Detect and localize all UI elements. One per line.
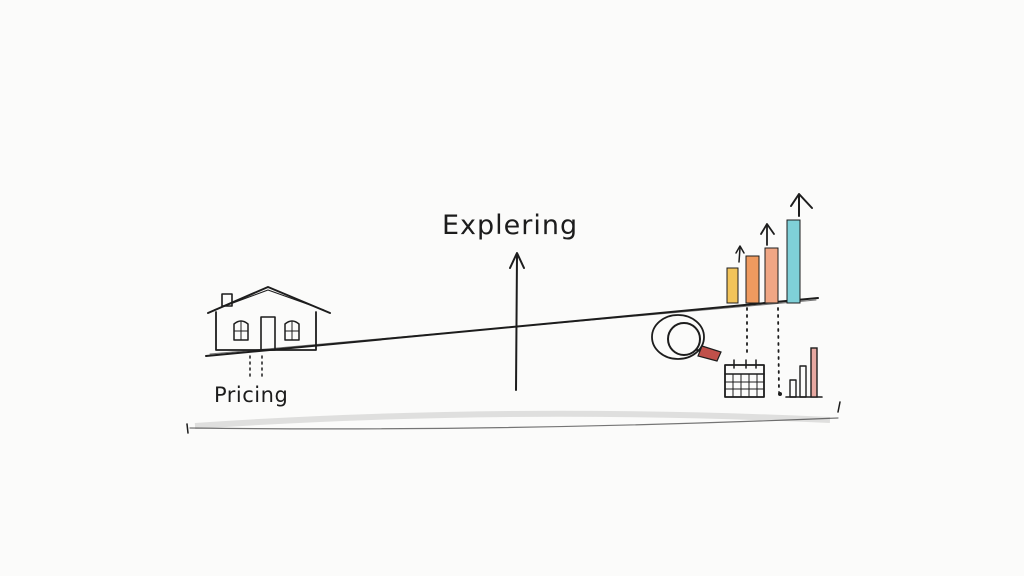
magnifier-icon: [651, 314, 722, 362]
house-icon: [207, 286, 331, 379]
up-arrow-icon: [509, 252, 525, 391]
bar-1: [726, 267, 739, 304]
seesaw-line: [205, 297, 819, 357]
bar-2: [745, 255, 760, 304]
calendar-icon: [724, 359, 765, 398]
ground: [186, 401, 841, 434]
pricing-label: Pricing: [214, 383, 289, 407]
growth-bars: [726, 193, 813, 304]
bar-3: [764, 247, 779, 304]
center-label: Explering: [442, 210, 579, 241]
bar-4: [786, 219, 801, 304]
dotted-connectors: [746, 307, 782, 396]
mini-bar-chart-icon: [785, 347, 823, 398]
